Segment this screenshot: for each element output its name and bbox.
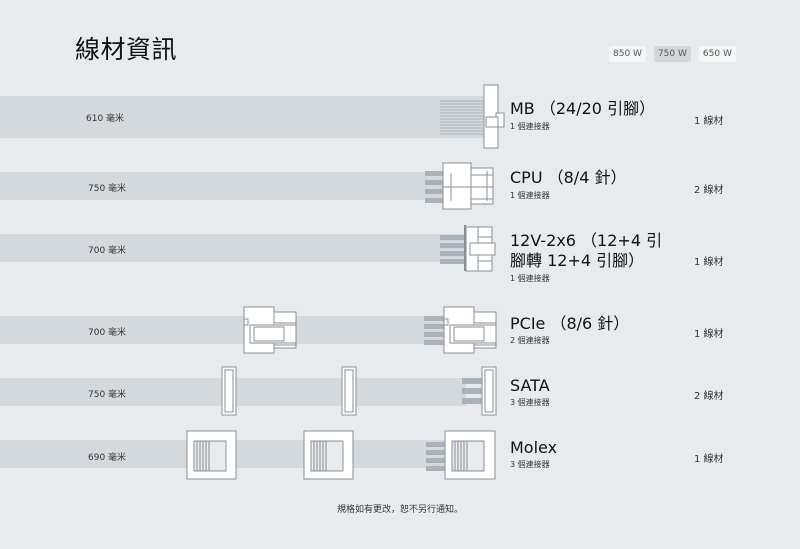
cable-length: 700 毫米 [88,328,127,338]
connector-count: 3 個連接器 [510,460,550,469]
cable-length: 700 毫米 [88,246,127,256]
cable-count: 1 線材 [694,116,724,127]
connector-count: 1 個連接器 [510,274,550,283]
cable-count: 1 線材 [694,257,724,268]
wattage-tab-850[interactable]: 850 W [609,46,646,62]
cpu-8pin-connector-icon [425,162,494,210]
connector-name: CPU （8/4 針） [510,168,627,187]
cable-bar [0,234,466,262]
cable-bar [0,172,450,200]
cable-count: 1 線材 [694,454,724,465]
molex-connector-icon [303,430,354,480]
cable-length: 750 毫米 [88,184,127,194]
page-title: 線材資訊 [75,35,178,64]
connector-count: 3 個連接器 [510,398,550,407]
sata-connector-icon [341,366,357,416]
pcie-connector-icon [243,306,297,354]
sata-connector-icon [221,366,237,416]
pcie-connector-icon [424,306,497,354]
molex-connector-icon [186,430,237,480]
wattage-tabs: 850 W 750 W 650 W [609,46,736,62]
connector-name: 12V-2x6 （12+4 引 [510,231,663,250]
connector-count: 1 個連接器 [510,191,550,200]
cable-count: 1 線材 [694,329,724,340]
connector-name-continued: 腳轉 12+4 引腳） [510,251,645,270]
connector-name: PCIe （8/6 針） [510,314,630,333]
wattage-tab-650[interactable]: 650 W [698,46,736,62]
cable-length: 750 毫米 [88,390,127,400]
cable-bar [0,316,446,344]
cable-count: 2 線材 [694,391,724,402]
wattage-tab-750[interactable]: 750 W [653,46,691,62]
molex-connector-icon [426,430,496,480]
connector-count: 1 個連接器 [510,122,550,131]
connector-name: MB （24/20 引腳） [510,99,656,118]
cable-length: 690 毫米 [88,453,127,463]
cable-length: 610 毫米 [86,114,125,124]
cable-count: 2 線材 [694,185,724,196]
cable-bar [0,96,486,138]
footer-note: 規格如有更改，恕不另行通知。 [336,505,463,515]
connector-name: Molex [510,438,558,457]
12v-2x6-connector-icon [440,225,496,272]
sata-connector-icon [462,366,497,416]
connector-name: SATA [510,376,550,395]
mb-24pin-connector-icon [440,84,505,149]
connector-count: 2 個連接器 [510,336,550,345]
